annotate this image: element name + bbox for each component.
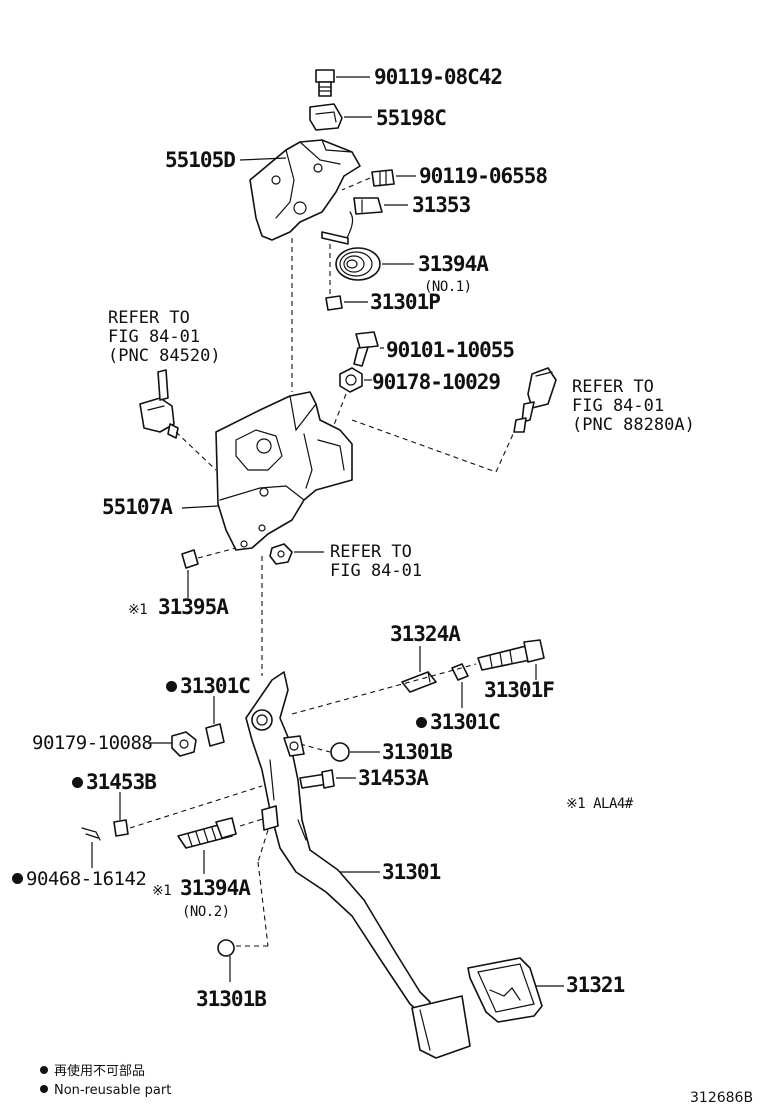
refer-to-fig-84-01-pnc-84520: REFER TO FIG 84-01 (PNC 84520): [108, 308, 221, 366]
label-mark1-31395A: ※1: [128, 602, 148, 618]
label-31394A-no2: 31394A: [180, 876, 251, 900]
clip-90468-16142: [81, 827, 101, 868]
label-31301C-left: 31301C: [166, 674, 251, 698]
label-31394A-no2-sub: (NO.2): [182, 904, 230, 920]
clip-55198C: [309, 103, 372, 131]
label-55107A: 55107A: [102, 495, 173, 519]
non-reusable-dot: [12, 873, 23, 884]
label-31321: 31321: [566, 973, 625, 997]
spring-31394A-no2: [177, 817, 267, 874]
legend-dot: [40, 1066, 48, 1074]
label-31301: 31301: [382, 860, 441, 884]
cushion-31301B-lower: [217, 939, 235, 982]
label-90101-10055: 90101-10055: [386, 338, 515, 362]
label-55198C: 55198C: [376, 106, 447, 130]
non-reusable-dot: [72, 777, 83, 788]
label-31301P: 31301P: [370, 290, 441, 314]
pedal-arm-31301: [236, 671, 431, 1017]
bracket-55107A: [181, 391, 353, 676]
bracket-55105D: [239, 139, 361, 392]
bolt-90119-06558: [341, 169, 416, 191]
label-31395A: 31395A: [158, 595, 229, 619]
label-31394A-sub: (NO.1): [424, 279, 472, 295]
label-31353: 31353: [412, 193, 471, 217]
footnote-ala4: ※1 ALA4#: [566, 796, 633, 812]
label-31324A: 31324A: [390, 622, 461, 646]
pedal-pad-31321: [467, 957, 564, 1023]
legend-dot: [40, 1085, 48, 1093]
label-90119-08C42: 90119-08C42: [374, 65, 503, 89]
stop-lamp-switch-right: [351, 367, 557, 473]
label-31301F: 31301F: [484, 678, 555, 702]
label-31453B-text: 31453B: [86, 770, 157, 794]
label-31301C-right: 31301C: [416, 710, 501, 734]
refer-to-fig-84-01-nut: REFER TO FIG 84-01: [330, 542, 423, 581]
label-31301B-upper: 31301B: [382, 740, 453, 764]
label-31453A: 31453A: [358, 766, 429, 790]
sensor-connector-left: [139, 369, 217, 471]
label-31453B: 31453B: [72, 770, 157, 794]
figure-code: 312686B: [690, 1090, 754, 1106]
pedal-pad-base: [411, 995, 471, 1059]
legend-line1: 再使用不可部品: [54, 1064, 146, 1079]
label-90179-10088: 90179-10088: [32, 732, 153, 754]
spring-31394A-no1: [321, 211, 414, 281]
nut-90179-10088: [148, 731, 197, 757]
label-90468-16142-text: 90468-16142: [26, 868, 147, 890]
legend-non-reusable-en: Non-reusable part: [40, 1083, 171, 1098]
bolt-90101-10055: [353, 331, 384, 367]
label-31394A: 31394A: [418, 252, 489, 276]
collar-31324A: [401, 646, 437, 693]
bolt-31453A: [299, 769, 356, 789]
label-90178-10029: 90178-10029: [372, 370, 501, 394]
label-90468-16142: 90468-16142: [12, 868, 147, 890]
pin-31453B: [113, 785, 263, 837]
pin-31301P: [325, 244, 368, 311]
label-90119-06558: 90119-06558: [419, 164, 548, 188]
refer-to-fig-84-01-pnc-88280a: REFER TO FIG 84-01 (PNC 88280A): [572, 377, 695, 435]
label-mark1-31394A: ※1: [152, 883, 172, 899]
label-55105D: 55105D: [165, 148, 236, 172]
legend-non-reusable-jp: 再使用不可部品: [40, 1064, 145, 1079]
cushion-31395A: [181, 547, 237, 598]
legend-line2: Non-reusable part: [54, 1083, 172, 1098]
nut-ref-84-01: [269, 543, 324, 565]
label-31301B-lower: 31301B: [196, 987, 267, 1011]
bushing-31301C-right: [451, 663, 469, 708]
label-31301C-right-text: 31301C: [430, 710, 501, 734]
bushing-31301C-left: [205, 696, 225, 747]
label-31301C-left-text: 31301C: [180, 674, 251, 698]
non-reusable-dot: [416, 717, 427, 728]
clip-31353: [353, 197, 408, 215]
cushion-31301B-upper: [299, 742, 380, 762]
non-reusable-dot: [166, 681, 177, 692]
bolt-90119-08C42: [315, 69, 370, 97]
bolt-31301F: [291, 639, 545, 715]
